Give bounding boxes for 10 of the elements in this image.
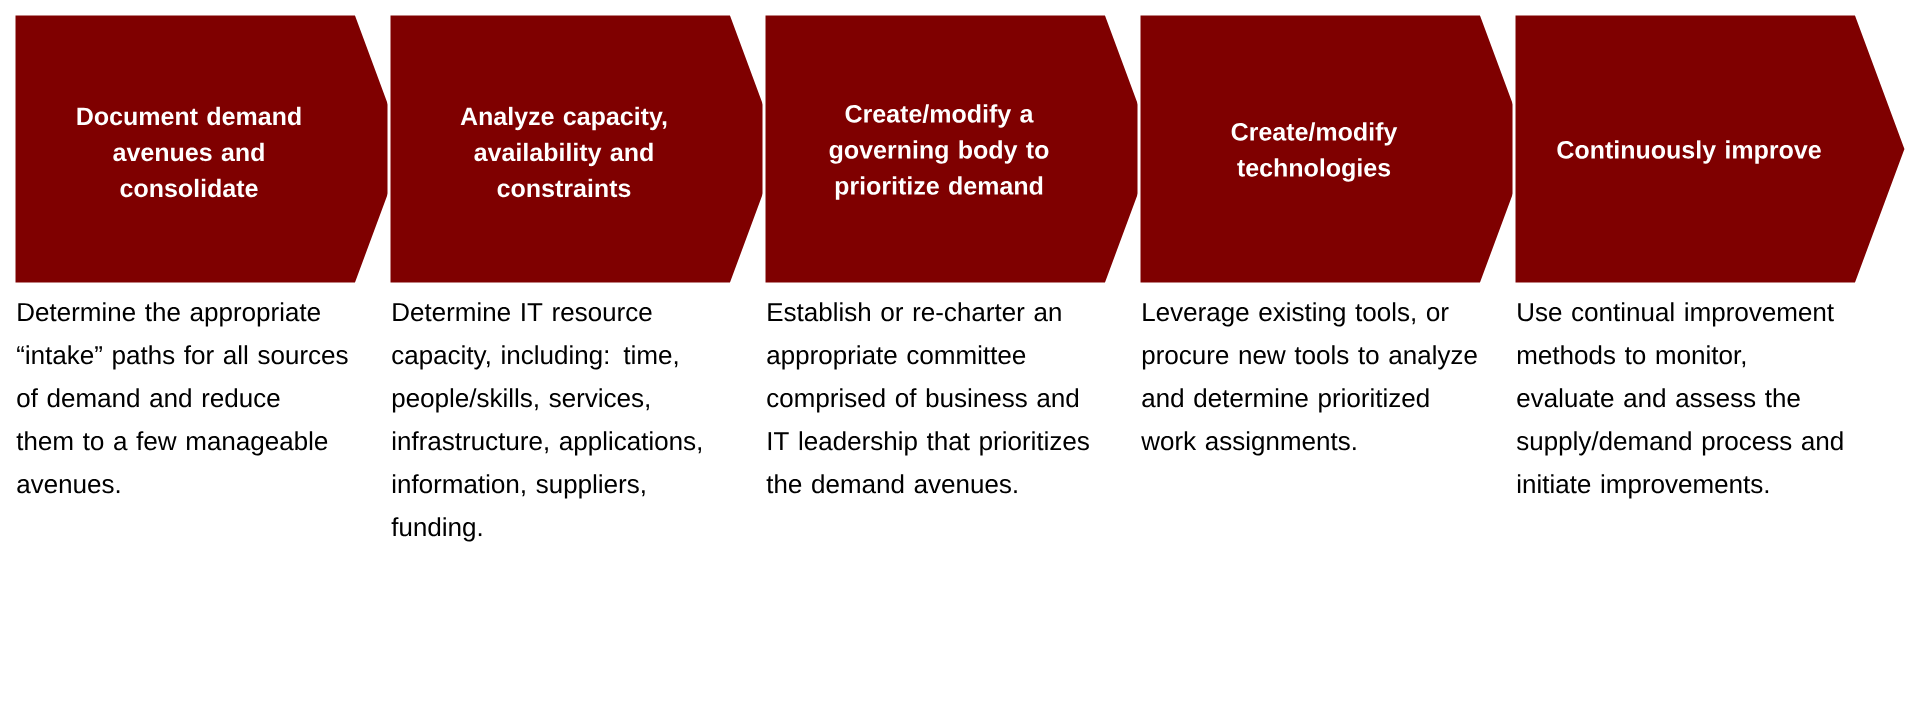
description-text: Use continual improvement methods to monitor, evaluate and assess the supply/demand process and initiate improvements.	[1516, 302, 1843, 499]
chevron-box: Continuously improve	[1512, 12, 1908, 286]
description-text: Leverage existing tools, or procure new tools to analyze and determine prioritized work assignments.	[1141, 302, 1477, 456]
description-text: Establish or re-charter an appropriate committee comprised of business and IT leadership that prioritizes the demand avenues.	[766, 302, 1089, 494]
chevron-box: Document demand avenues and consolidate	[12, 12, 408, 286]
chevron-box: Create/modify technologies	[1137, 12, 1533, 286]
chevron-box: Create/modify a governing body to prioritize demand	[762, 12, 1158, 286]
chevron-box: Analyze capacity, availability and constraints	[387, 12, 783, 286]
description-text: Determine the appropriate “intake” paths for all sources of demand and reduce them to a few manageable avenues.	[16, 302, 348, 494]
description-text: Determine IT resource capacity, including: time, people/skills, services, infrastructure, applications, information, suppliers, funding.	[391, 302, 701, 542]
